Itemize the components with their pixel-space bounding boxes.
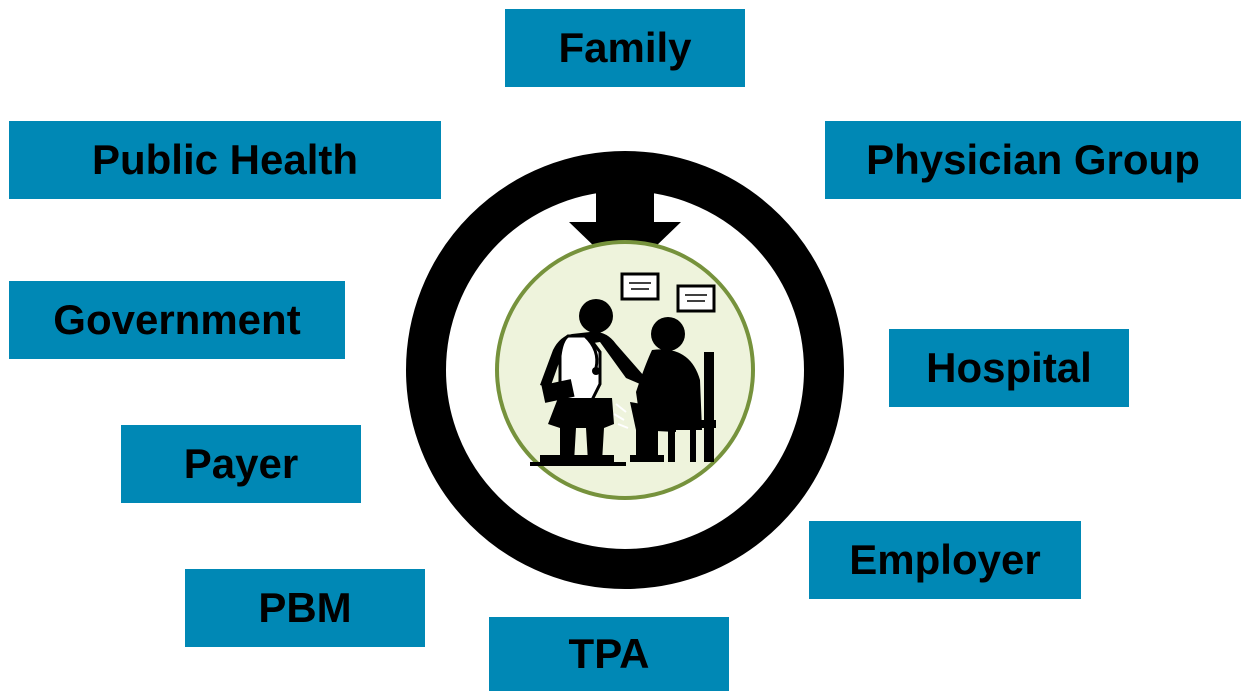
tpa-box: TPA — [489, 617, 729, 691]
public-health-box: Public Health — [9, 121, 441, 199]
pbm-box: PBM — [185, 569, 425, 647]
pbm-label: PBM — [258, 584, 352, 631]
government-box: Government — [9, 281, 345, 359]
employer-label: Employer — [849, 536, 1041, 583]
physician-group-label: Physician Group — [866, 136, 1200, 183]
payer-box: Payer — [121, 425, 361, 503]
payer-label: Payer — [183, 440, 299, 487]
circular-arrow-icon — [406, 151, 844, 589]
public-health-label: Public Health — [91, 136, 359, 183]
doctor-patient-icon — [530, 272, 716, 466]
physician-group-box: Physician Group — [825, 121, 1241, 199]
employer-box: Employer — [809, 521, 1081, 599]
hospital-label: Hospital — [926, 344, 1092, 391]
government-label: Government — [53, 296, 301, 343]
tpa-label: TPA — [568, 630, 650, 677]
family-box: Family — [505, 9, 745, 87]
family-label: Family — [558, 24, 692, 71]
hospital-box: Hospital — [889, 329, 1129, 407]
